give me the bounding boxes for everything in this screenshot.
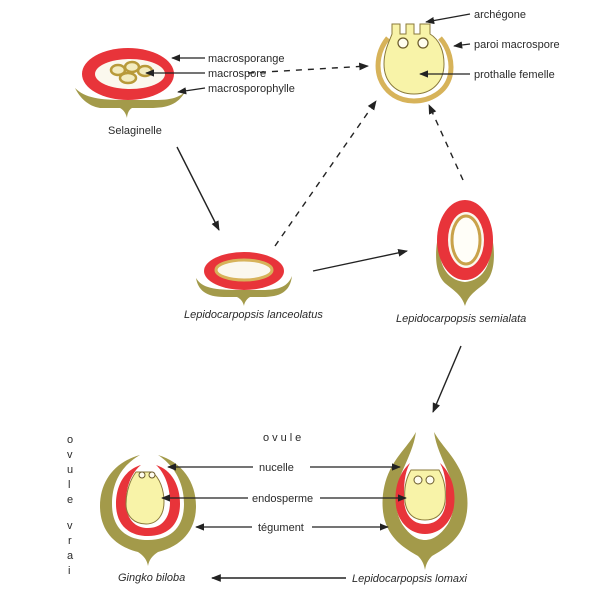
label-paroi-macrospore: paroi macrospore	[474, 39, 560, 51]
side-letter: r	[68, 535, 72, 547]
dashed-arrow-selaginelle-to-prothalle	[247, 62, 369, 74]
prothalle-figure: archégone paroi macrospore prothalle fem…	[375, 9, 560, 104]
dashed-arrow-lanceolatus-to-prothalle	[274, 100, 377, 247]
lomaxi-tegument	[382, 432, 468, 570]
ovule-labels: ovule nucelle endosperme tégument	[161, 432, 407, 534]
caption-semialata: Lepidocarpopsis semialata	[396, 313, 526, 325]
side-letter: v	[67, 520, 73, 532]
label-archegone: archégone	[474, 9, 526, 21]
caption-lomaxi: Lepidocarpopsis lomaxi	[352, 573, 468, 585]
semialata-sporophyll	[436, 228, 494, 306]
ginkgo-archegones	[138, 471, 156, 479]
lanceolatus-figure: Lepidocarpopsis lanceolatus	[184, 252, 323, 321]
lanceolatus-sporophyll	[196, 276, 292, 306]
side-letter: i	[68, 565, 70, 577]
caption-selaginelle: Selaginelle	[108, 125, 162, 137]
side-letter: e	[67, 494, 73, 506]
flow-arrows	[176, 62, 464, 582]
caption-lanceolatus: Lepidocarpopsis lanceolatus	[184, 309, 323, 321]
paroi-macrospore-shape	[375, 36, 454, 104]
side-letter: v	[67, 449, 73, 461]
label-endosperme: endosperme	[252, 493, 313, 505]
label-macrospore: macrospore	[208, 68, 266, 80]
dashed-arrow-semialata-to-prothalle	[428, 104, 464, 181]
selaginelle-figure: macrosporange macrospore macrosporophyll…	[75, 48, 295, 137]
side-label-ovule-vrai: o v u l e v r a i	[67, 434, 74, 577]
label-prothalle-femelle: prothalle femelle	[474, 69, 555, 81]
label-macrosporange: macrosporange	[208, 53, 284, 65]
label-tegument: tégument	[258, 522, 304, 534]
lomaxi-archegones	[413, 475, 435, 485]
archegones	[397, 37, 429, 49]
arrow-semialata-to-lomaxi	[432, 345, 462, 413]
heading-ovule: ovule	[263, 432, 304, 444]
ginkgo-figure: Gingko biloba	[100, 455, 196, 584]
caption-ginkgo: Gingko biloba	[118, 572, 185, 584]
label-nucelle: nucelle	[259, 462, 294, 474]
ginkgo-tegument	[100, 455, 196, 566]
side-letter: l	[68, 479, 70, 491]
side-letter: u	[67, 464, 73, 476]
prothalle-femelle-shape	[383, 23, 445, 95]
arrow-selaginelle-to-lanceolatus	[176, 146, 220, 231]
macrosporophylle-shape	[75, 88, 185, 118]
side-letter: o	[67, 434, 73, 446]
ginkgo-endosperme	[125, 471, 165, 525]
arrow-lanceolatus-to-semialata	[312, 249, 408, 272]
lomaxi-figure: Lepidocarpopsis lomaxi	[352, 432, 468, 585]
semialata-megaspore-wall	[450, 214, 482, 266]
side-letter: a	[67, 550, 74, 562]
lanceolatus-cavity	[214, 258, 274, 282]
lomaxi-endosperme	[404, 469, 446, 521]
semialata-figure: Lepidocarpopsis semialata	[396, 200, 526, 325]
label-macrosporophylle: macrosporophylle	[208, 83, 295, 95]
